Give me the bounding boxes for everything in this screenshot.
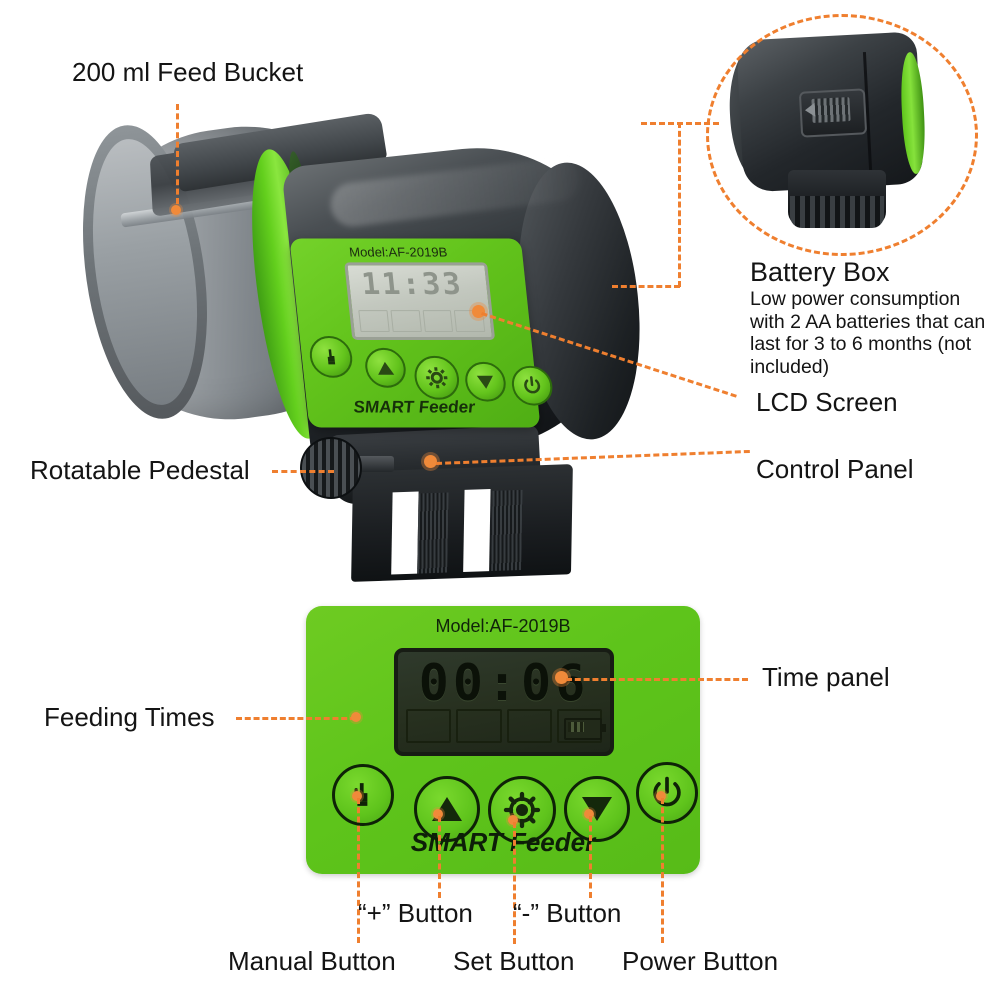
label-set-button: Set Button [453,946,575,976]
label-lcd-screen: LCD Screen [756,387,898,417]
label-feeding-times: Feeding Times [44,702,215,732]
leader-dot-time-panel [555,671,568,684]
label-rotatable-pedestal: Rotatable Pedestal [30,455,250,485]
leader-feeding-times [236,717,356,720]
feeding-slot [390,310,422,333]
lcd-time-top: 11:33 [359,267,465,303]
pedestal-knob[interactable] [300,437,362,499]
feeding-slot [422,310,454,333]
label-battery-box-title: Battery Box [750,257,890,287]
label-manual-button: Manual Button [228,946,396,976]
clamp-gap [463,488,491,572]
leader-dot-lcd [472,305,485,318]
brand-label-top: SMART Feeder [352,397,476,417]
leader-time-panel [566,678,748,681]
leader-rotatable-pedestal [272,470,334,473]
leader-battery-v [678,122,681,287]
model-label-top: Model:AF-2019B [348,244,449,260]
control-panel-top[interactable]: Model:AF-2019B 11:33 [289,238,555,428]
manual-button[interactable] [332,764,394,826]
minus-button[interactable] [564,776,630,842]
feeding-slot [358,310,390,333]
lcd-screen: 00:06 [394,648,614,756]
feeding-slot-3 [506,709,552,743]
leader-dot-manual [352,791,362,801]
power-icon [524,376,541,394]
feeding-slot-1 [406,709,452,743]
battery-icon [564,718,606,740]
label-minus-button: “-” Button [513,898,622,928]
battery-level-fill [568,722,584,732]
feeding-times-slots [406,709,602,743]
leader-minus-button [589,816,592,898]
set-button[interactable] [488,776,556,844]
label-feed-bucket: 200 ml Feed Bucket [72,57,304,87]
control-panel-enlarged[interactable]: Model:AF-2019B 00:06 [306,606,700,874]
feeding-slot-2 [456,709,502,743]
manual-button-top[interactable] [307,335,355,378]
triangle-down-icon [476,375,495,389]
gear-icon [503,791,541,829]
lcd-feeding-slots-top [358,310,486,333]
leader-dot-minus [584,809,594,819]
minus-button-top[interactable] [463,361,508,402]
label-power-button: Power Button [622,946,779,976]
gear-icon [426,367,448,389]
leader-battery-h-bottom [612,285,680,288]
brand-label: SMART Feeder [410,827,596,857]
clamp-rib [417,492,449,574]
battery-box-callout-circle [706,14,978,256]
lcd-time-display: 00:06 [418,654,590,712]
power-button[interactable] [636,762,698,824]
label-plus-button: “+” Button [358,898,473,928]
leader-plus-button [438,816,441,898]
tank-clamp [351,464,573,582]
plus-button-top[interactable] [363,347,408,388]
plus-button[interactable] [414,776,480,842]
power-button-top[interactable] [509,365,555,406]
lcd-screen-top: 11:33 [344,262,496,340]
leader-dot-feed-bucket [171,205,181,215]
leader-power-button [661,798,664,943]
leader-dot-feeding-times [351,712,361,722]
label-time-panel: Time panel [762,662,890,692]
leader-dot-plus [433,809,443,819]
clamp-rib [491,489,523,572]
leader-dot-control-panel [424,455,437,468]
hand-icon [327,349,336,365]
leader-manual-button [357,798,360,943]
pedestal-screw-shaft [352,456,394,472]
label-battery-box-description: Low power consumption with 2 AA batterie… [750,288,986,378]
label-control-panel: Control Panel [756,454,914,484]
clamp-gap [391,491,419,575]
leader-dot-power [656,791,666,801]
triangle-up-icon [376,361,395,375]
power-icon [653,776,681,807]
set-button-top[interactable] [412,355,462,400]
leader-set-button [513,822,516,944]
model-label: Model:AF-2019B [435,616,571,636]
leader-feed-bucket [176,104,179,204]
leader-dot-set [508,815,518,825]
